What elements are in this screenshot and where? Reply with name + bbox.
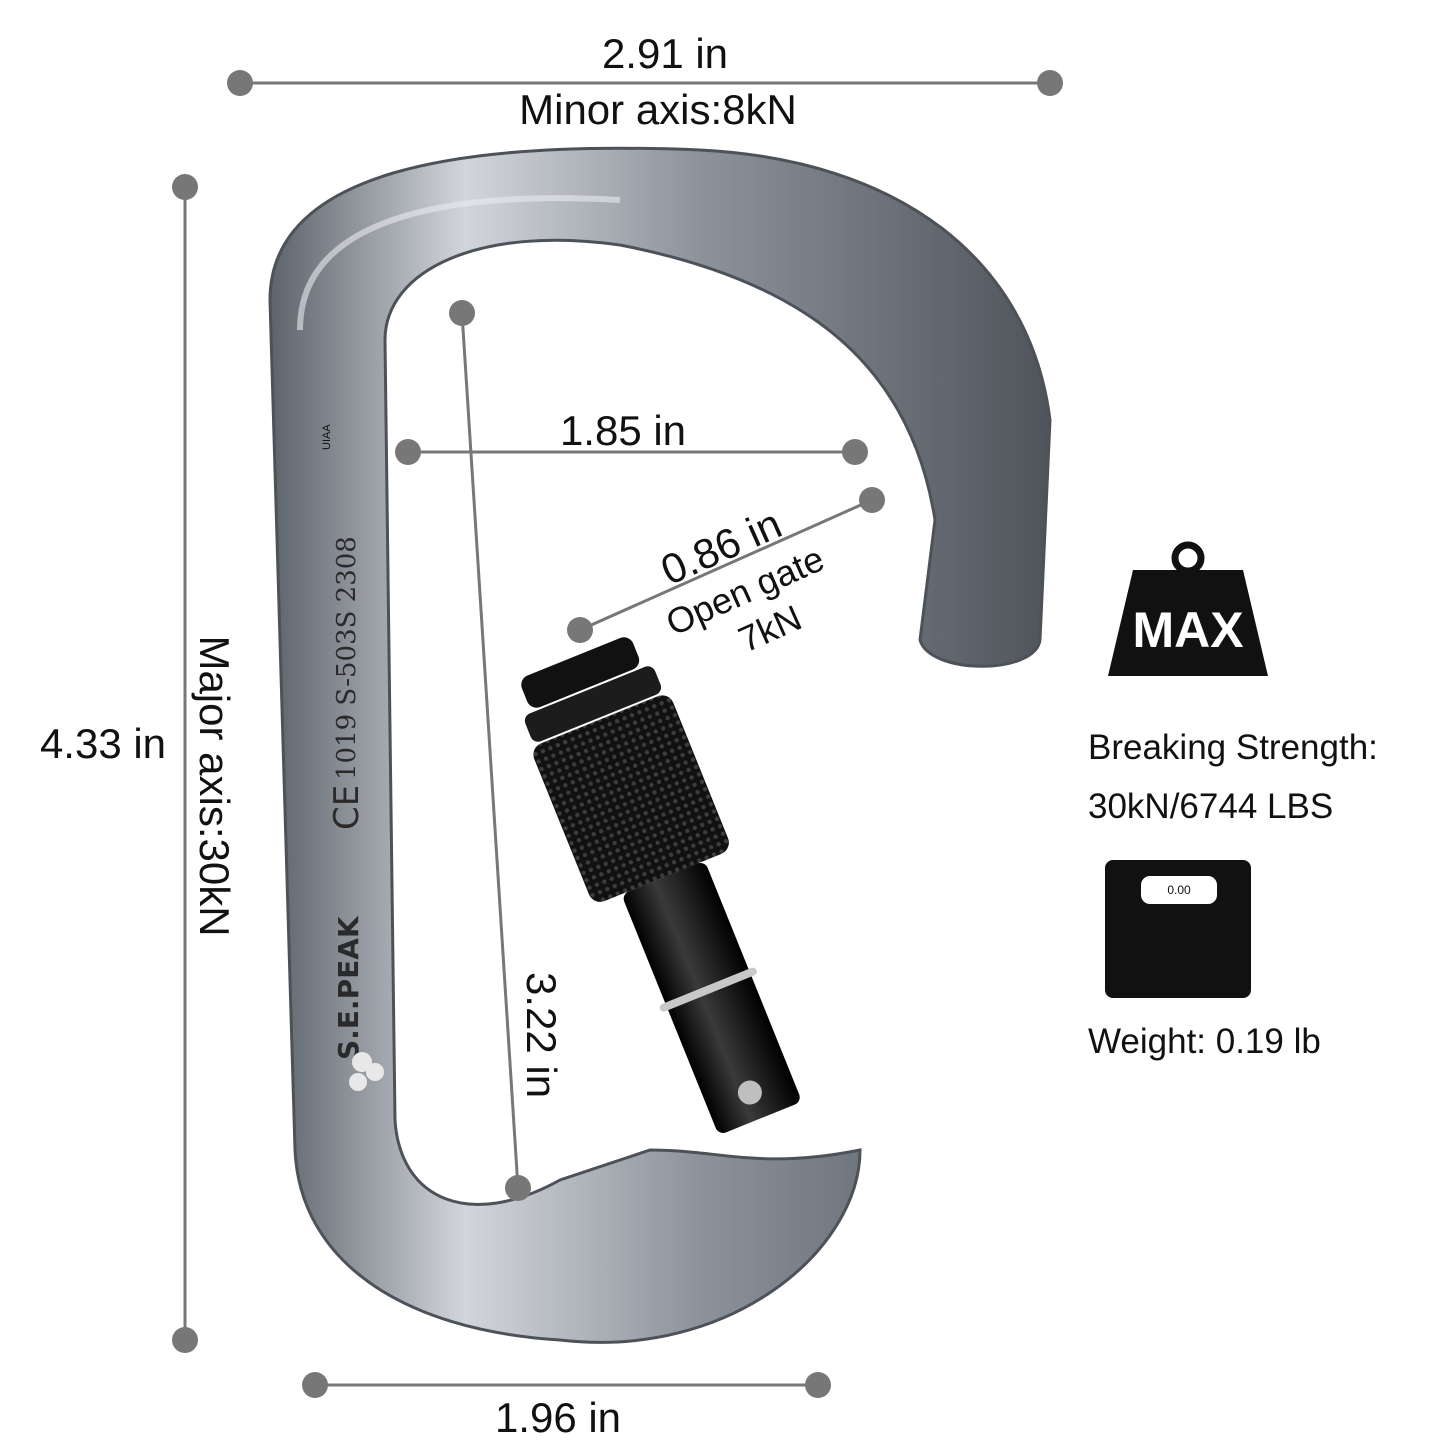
major-axis-label: Major axis:30kN (191, 635, 238, 936)
breaking-strength-value: 30kN/6744 LBS (1088, 787, 1334, 826)
bottom-width-label: 1.96 in (495, 1394, 621, 1441)
inner-length-label: 3.22 in (518, 972, 565, 1098)
dimension-dot (567, 617, 593, 643)
dimension-left (172, 174, 198, 1353)
dimension-dot (505, 1175, 531, 1201)
max-weight-icon: MAX (1108, 541, 1268, 676)
max-icon-label: MAX (1132, 602, 1243, 658)
carabiner-markings: UIAA 1019 S-503S 2308 CE S.E.PEAK (321, 424, 384, 1091)
brand-logo (349, 1052, 384, 1091)
dimension-inner-length (449, 300, 531, 1201)
dimension-dot (859, 487, 885, 513)
dimension-dot (227, 70, 253, 96)
minor-axis-label: Minor axis:8kN (519, 86, 797, 133)
top-width-label: 2.91 in (602, 30, 728, 77)
dimension-gate (567, 487, 885, 643)
carabiner-body (268, 146, 1052, 1344)
scale-display: 0.00 (1141, 876, 1217, 904)
height-label: 4.33 in (40, 720, 166, 767)
dimension-dot (449, 300, 475, 326)
dimension-top (227, 70, 1063, 96)
uiaa-mark: UIAA (321, 424, 333, 450)
dimension-dot (842, 439, 868, 465)
dimension-bottom (302, 1372, 831, 1398)
brand-engraving: S.E.PEAK (332, 915, 365, 1060)
dimension-dot (805, 1372, 831, 1398)
breaking-strength-heading: Breaking Strength: (1088, 728, 1378, 767)
dimension-dot (172, 1327, 198, 1353)
dimension-dot (302, 1372, 328, 1398)
dimension-dot (1037, 70, 1063, 96)
dimension-dot (395, 439, 421, 465)
model-engraving: 1019 S-503S 2308 (332, 536, 362, 780)
inner-width-label: 1.85 in (560, 407, 686, 454)
scale-icon: 0.00 (1105, 860, 1251, 998)
ce-mark: CE (327, 785, 367, 830)
weight-label: Weight: 0.19 lb (1088, 1022, 1321, 1061)
dimension-inner-width (395, 439, 868, 465)
screw-gate (521, 637, 800, 1133)
dimension-dot (172, 174, 198, 200)
